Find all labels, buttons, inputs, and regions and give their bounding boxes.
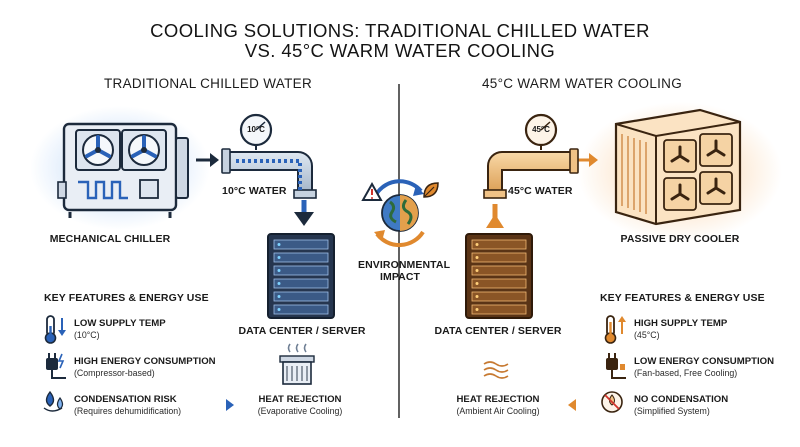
rejection-sub: (Ambient Air Cooling) [456, 406, 540, 416]
chiller-label: MECHANICAL CHILLER [49, 233, 171, 245]
left-bullet-arrow [226, 399, 234, 411]
droplets-icon [43, 390, 64, 412]
rejection-title: HEAT REJECTION [456, 394, 540, 405]
leaf-icon [423, 182, 439, 198]
thermometer-icon-right [604, 315, 626, 344]
thermometer-icon [44, 315, 66, 344]
dry-cooler-label: PASSIVE DRY COOLER [620, 233, 740, 245]
server-rack-icon [267, 233, 335, 319]
feature-title: HIGH SUPPLY TEMP [634, 318, 728, 329]
evaporative-tower-icon [279, 343, 315, 385]
impact-line-1: ENVIRONMENTAL [358, 259, 451, 271]
plug-icon [46, 353, 66, 379]
right-feature-2: LOW ENERGY CONSUMPTION (Fan-based, Free … [634, 356, 774, 379]
chiller-unit-icon [30, 106, 210, 230]
environmental-impact-label: ENVIRONMENTAL IMPACT [358, 259, 450, 283]
air-waves-icon [483, 361, 509, 379]
right-pipe [483, 140, 579, 199]
right-bullet-arrow [568, 399, 576, 411]
feature-sub: (Simplified System) [634, 406, 710, 416]
warning-icon [361, 181, 383, 201]
right-gauge-text: 45°C [532, 125, 550, 134]
rejection-sub: (Evaporative Cooling) [257, 406, 343, 416]
left-features-heading: KEY FEATURES & ENERGY USE [44, 292, 209, 304]
left-heading: TRADITIONAL CHILLED WATER [103, 76, 313, 91]
pressure-gauge-icon [239, 113, 273, 147]
server-rack-icon-right [465, 233, 533, 319]
right-features-heading: KEY FEATURES & ENERGY USE [600, 292, 765, 304]
feature-sub: (Fan-based, Free Cooling) [634, 368, 738, 378]
left-heat-rejection: HEAT REJECTION (Evaporative Cooling) [240, 394, 360, 417]
left-water-label: 10°C WATER [222, 185, 287, 197]
page-subtitle: VS. 45°C WARM WATER COOLING [244, 40, 556, 61]
no-condensation-icon [601, 391, 623, 413]
feature-title: NO CONDENSATION [634, 394, 729, 405]
left-feature-1: LOW SUPPLY TEMP (10°C) [74, 318, 166, 341]
right-heading: 45°C WARM WATER COOLING [481, 76, 683, 91]
feature-sub: (10°C) [74, 330, 100, 340]
left-feature-3: CONDENSATION RISK (Requires dehumidifica… [74, 394, 181, 417]
impact-line-2: IMPACT [379, 271, 421, 283]
dry-cooler-icon [578, 102, 782, 242]
right-feature-3: NO CONDENSATION (Simplified System) [634, 394, 728, 417]
environmental-cycle [374, 179, 425, 248]
right-heat-rejection: HEAT REJECTION (Ambient Air Cooling) [436, 394, 560, 417]
plug-icon-right [606, 353, 626, 379]
rejection-title: HEAT REJECTION [258, 394, 342, 405]
feature-sub: (Compressor-based) [74, 368, 155, 378]
right-water-label: 45°C WATER [508, 185, 573, 197]
feature-sub: (Requires dehumidification) [74, 406, 182, 416]
page-title: COOLING SOLUTIONS: TRADITIONAL CHILLED W… [150, 20, 650, 41]
feature-title: CONDENSATION RISK [74, 394, 177, 405]
globe-icon [381, 194, 419, 232]
left-server-label: DATA CENTER / SERVER [238, 325, 366, 337]
pressure-gauge-icon-right [524, 113, 558, 147]
left-feature-2: HIGH ENERGY CONSUMPTION (Compressor-base… [74, 356, 216, 379]
feature-sub: (45°C) [634, 330, 660, 340]
right-server-label: DATA CENTER / SERVER [434, 325, 562, 337]
right-feature-1: HIGH SUPPLY TEMP (45°C) [634, 318, 727, 341]
feature-title: LOW ENERGY CONSUMPTION [634, 356, 775, 367]
feature-title: HIGH ENERGY CONSUMPTION [74, 356, 216, 367]
left-gauge-text: 10°C [247, 125, 265, 134]
feature-title: LOW SUPPLY TEMP [74, 318, 166, 329]
